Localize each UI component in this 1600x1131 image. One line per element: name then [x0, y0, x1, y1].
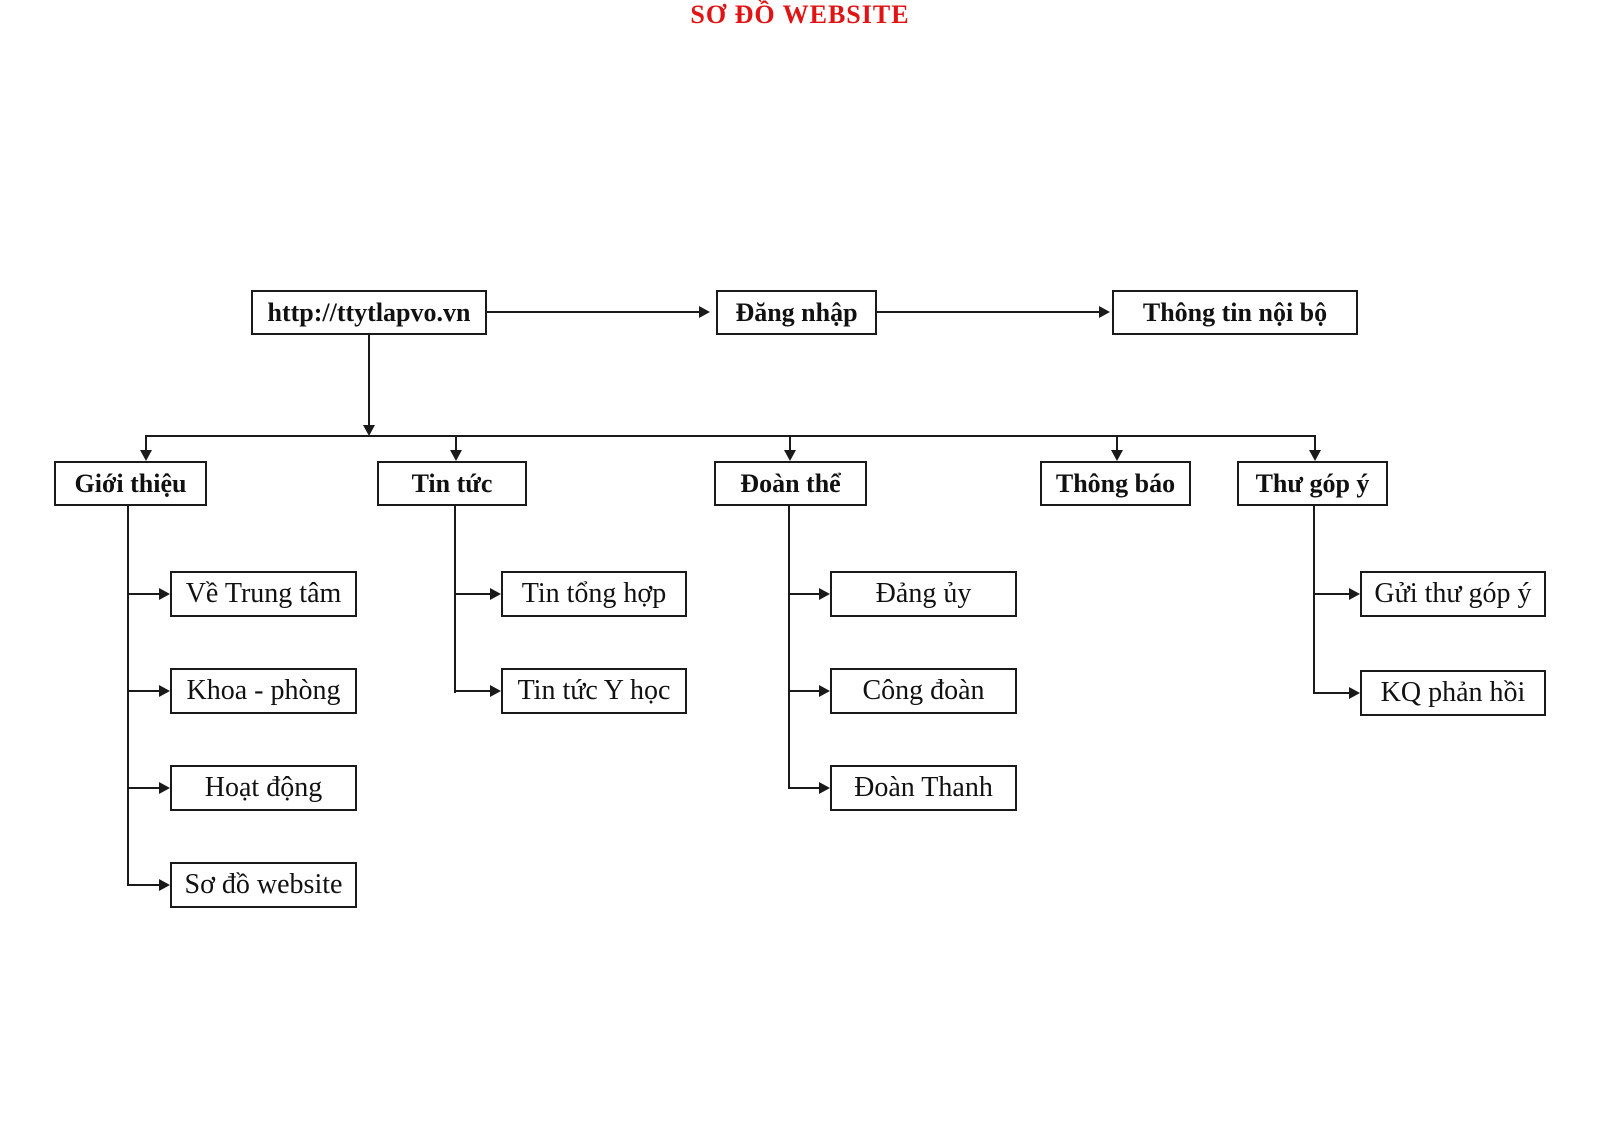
diagram-title: SƠ ĐỒ WEBSITE [690, 0, 910, 29]
node-hoat-dong: Hoạt động [170, 765, 357, 811]
node-section-gioi-thieu: Giới thiệu [54, 461, 207, 506]
subtree-line-doan-the [788, 506, 790, 789]
branch-arrowhead [1349, 588, 1360, 600]
node-kq-phan-hoi: KQ phản hồi [1360, 670, 1546, 716]
branch-arrowhead [159, 685, 170, 697]
node-internal-info: Thông tin nội bộ [1112, 290, 1358, 335]
branch-line [1314, 593, 1349, 595]
node-section-thong-bao: Thông báo [1040, 461, 1191, 506]
drop-line-thu-gop-y [1314, 437, 1316, 451]
arrowhead-login-to-internal [1099, 306, 1110, 318]
branch-bus-line [145, 435, 1316, 437]
branch-arrowhead [819, 685, 830, 697]
subtree-line-tin-tuc [454, 506, 456, 693]
node-tin-tuc-y-hoc: Tin tức Y học [501, 668, 687, 714]
branch-line [455, 690, 490, 692]
node-login: Đăng nhập [716, 290, 877, 335]
drop-line-thong-bao [1116, 437, 1118, 451]
node-section-doan-the: Đoàn thể [714, 461, 867, 506]
drop-line-tin-tuc [455, 437, 457, 451]
branch-line [128, 593, 159, 595]
branch-arrowhead [819, 782, 830, 794]
drop-arrowhead-thong-bao [1111, 450, 1123, 461]
connector-login-to-internal [877, 311, 1100, 313]
branch-arrowhead [159, 782, 170, 794]
node-section-thu-gop-y: Thư góp ý [1237, 461, 1388, 506]
branch-arrowhead [819, 588, 830, 600]
connector-root-to-login [487, 311, 700, 313]
node-so-do-website: Sơ đồ website [170, 862, 357, 908]
branch-line [128, 690, 159, 692]
node-khoa-phong: Khoa - phòng [170, 668, 357, 714]
branch-arrowhead [490, 588, 501, 600]
drop-line-gioi-thieu [145, 437, 147, 451]
connector-root-down [368, 335, 370, 425]
branch-line [128, 884, 159, 886]
node-ve-trung-tam: Về Trung tâm [170, 571, 357, 617]
branch-line [789, 593, 819, 595]
branch-arrowhead [159, 879, 170, 891]
node-doan-thanh: Đoàn Thanh [830, 765, 1017, 811]
branch-line [1314, 692, 1349, 694]
drop-arrowhead-gioi-thieu [140, 450, 152, 461]
branch-line [455, 593, 490, 595]
node-tin-tong-hop: Tin tổng hợp [501, 571, 687, 617]
node-root-url: http://ttytlapvo.vn [251, 290, 487, 335]
drop-arrowhead-thu-gop-y [1309, 450, 1321, 461]
drop-line-doan-the [789, 437, 791, 451]
drop-arrowhead-tin-tuc [450, 450, 462, 461]
arrowhead-root-down [363, 425, 375, 436]
branch-line [789, 787, 819, 789]
subtree-line-gioi-thieu [127, 506, 129, 886]
arrowhead-root-to-login [699, 306, 710, 318]
node-section-tin-tuc: Tin tức [377, 461, 527, 506]
branch-arrowhead [1349, 687, 1360, 699]
node-dang-uy: Đảng ủy [830, 571, 1017, 617]
branch-arrowhead [490, 685, 501, 697]
subtree-line-thu-gop-y [1313, 506, 1315, 694]
branch-line [789, 690, 819, 692]
node-cong-doan: Công đoàn [830, 668, 1017, 714]
drop-arrowhead-doan-the [784, 450, 796, 461]
node-gui-thu-gop-y: Gửi thư góp ý [1360, 571, 1546, 617]
branch-line [128, 787, 159, 789]
branch-arrowhead [159, 588, 170, 600]
